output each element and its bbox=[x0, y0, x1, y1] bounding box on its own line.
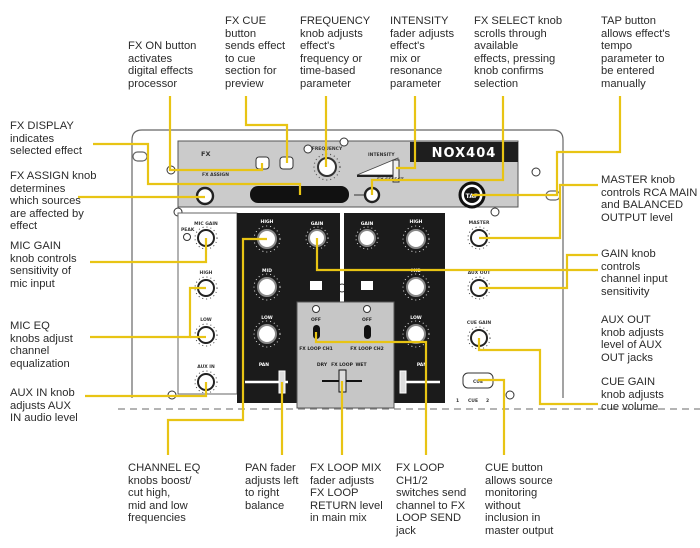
callout-fx-select: FX SELECT knob scrolls through available… bbox=[474, 15, 563, 90]
cue-button-label: CUE bbox=[473, 379, 483, 385]
fx-loop-led-2 bbox=[363, 305, 371, 313]
callout-fx-loop-ch: FX LOOP CH1/2 switches send channel to F… bbox=[396, 462, 467, 537]
callout-aux-in: AUX IN knob adjusts AUX IN audio level bbox=[10, 387, 78, 425]
callout-fx-display: FX DISPLAY indicates selected effect bbox=[10, 120, 82, 158]
ch1-mid-label: MID bbox=[262, 268, 272, 274]
ch2-pan-fader[interactable] bbox=[399, 370, 440, 394]
fx-loop-label: FX LOOP bbox=[331, 362, 353, 368]
callout-mic-gain: MIC GAIN knob controls sensitivity of mi… bbox=[10, 240, 77, 290]
callout-cue-gain: CUE GAIN knob adjusts cue volume bbox=[601, 376, 664, 414]
fx-loop-ch1-label: FX LOOP CH1 bbox=[299, 346, 333, 352]
callout-fx-loop-mix: FX LOOP MIX fader adjusts FX LOOP RETURN… bbox=[310, 462, 383, 525]
ch1-high-label: HIGH bbox=[261, 219, 274, 225]
peak-led bbox=[183, 233, 191, 241]
mic-low-label: LOW bbox=[200, 317, 212, 323]
cue-gain-label: CUE GAIN bbox=[467, 320, 491, 326]
callout-fx-on: FX ON button activates digital effects p… bbox=[128, 40, 197, 90]
ch2-gain-label: GAIN bbox=[361, 221, 374, 227]
callout-pan: PAN fader adjusts left to right balance bbox=[245, 462, 299, 512]
wet-label: WET bbox=[355, 362, 367, 368]
cue-mid-label: CUE bbox=[468, 398, 478, 404]
callout-intensity: INTENSITY fader adjusts effect's mix or … bbox=[390, 15, 455, 90]
ch1-mid-knob[interactable] bbox=[253, 273, 281, 301]
ch1-low-label: LOW bbox=[261, 315, 273, 321]
callout-gain: GAIN knob controls channel input sensiti… bbox=[601, 248, 668, 298]
ch2-low-knob[interactable] bbox=[402, 320, 430, 348]
leader-lines bbox=[78, 96, 622, 455]
brand-logo: NOX404 bbox=[432, 146, 497, 161]
ch1-low-knob[interactable] bbox=[253, 320, 281, 348]
ch1-pan-label: PAN bbox=[259, 362, 269, 368]
ch2-gain-knob[interactable] bbox=[355, 226, 379, 250]
callout-tap: TAP button allows effect's tempo paramet… bbox=[601, 15, 671, 90]
tap-button-label: TAP bbox=[466, 193, 479, 200]
callout-channel-eq: CHANNEL EQ knobs boost/ cut high, mid an… bbox=[128, 462, 201, 525]
mic-high-label: HIGH bbox=[200, 270, 213, 276]
master-label: MASTER bbox=[469, 220, 490, 226]
callout-fx-cue: FX CUE button sends effect to cue sectio… bbox=[225, 15, 286, 90]
frequency-label: FREQUENCY bbox=[312, 146, 343, 152]
intensity-label: INTENSITY bbox=[368, 152, 395, 158]
ch2-switch[interactable] bbox=[361, 281, 373, 290]
callout-aux-out: AUX OUT knob adjusts level of AUX OUT ja… bbox=[601, 314, 664, 364]
aux-in-label: AUX IN bbox=[197, 364, 215, 370]
ch2-high-label: HIGH bbox=[410, 219, 423, 225]
cue-1-label: 1 bbox=[456, 398, 459, 404]
ch1-gain-label: GAIN bbox=[311, 221, 324, 227]
ch1-switch[interactable] bbox=[310, 281, 322, 290]
aux-out-label: AUX OUT bbox=[468, 270, 492, 276]
fx-loop-led-1 bbox=[312, 305, 320, 313]
callout-cue-button: CUE button allows source monitoring with… bbox=[485, 462, 554, 537]
callout-frequency: FREQUENCY knob adjusts effect's frequenc… bbox=[300, 15, 371, 90]
fx-section-label: FX bbox=[201, 150, 210, 158]
dry-label: DRY bbox=[317, 362, 328, 368]
callout-fx-assign: FX ASSIGN knob determines which sources … bbox=[10, 170, 97, 233]
ch2-high-knob[interactable] bbox=[402, 225, 430, 253]
ch2-mid-knob[interactable] bbox=[402, 273, 430, 301]
fx-loop-ch2-switch[interactable] bbox=[364, 325, 371, 339]
fx-loop-ch2-label: FX LOOP CH2 bbox=[350, 346, 384, 352]
callout-mic-eq: MIC EQ knobs adjust channel equalization bbox=[10, 320, 73, 370]
fx-assign-label: FX ASSIGN bbox=[202, 172, 229, 178]
intensity-fader[interactable] bbox=[356, 157, 400, 183]
mic-gain-label: MIC GAIN bbox=[194, 221, 218, 227]
ch2-pan-label: PAN bbox=[417, 362, 427, 368]
ch2-low-label: LOW bbox=[410, 315, 422, 321]
mic-low-knob[interactable] bbox=[194, 323, 218, 347]
fx-loop-off-2-label: OFF bbox=[362, 317, 372, 323]
cue-2-label: 2 bbox=[486, 398, 489, 404]
callout-master: MASTER knob controls RCA MAIN and BALANC… bbox=[601, 174, 698, 224]
peak-label: PEAK bbox=[181, 227, 195, 233]
fx-loop-off-1-label: OFF bbox=[311, 317, 321, 323]
